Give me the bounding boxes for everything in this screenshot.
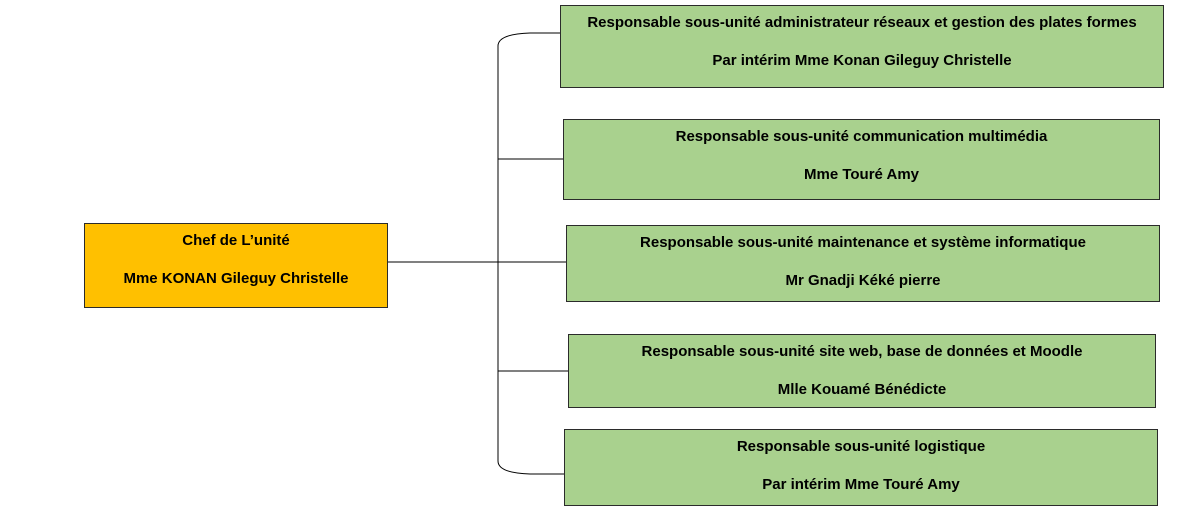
unit-box-site-web-moodle: Responsable sous-unité site web, base de… xyxy=(568,334,1156,408)
unit-title: Responsable sous-unité logistique xyxy=(736,438,986,455)
unit-responsible: Mr Gnadji Kéké pierre xyxy=(785,272,941,289)
unit-title: Responsable sous-unité site web, base de… xyxy=(641,343,1083,360)
unit-title: Responsable sous-unité administrateur ré… xyxy=(587,14,1137,31)
unit-responsible: Mme Touré Amy xyxy=(803,166,920,183)
unit-responsible: Par intérim Mme Konan Gileguy Christelle xyxy=(712,52,1012,69)
chef-box: Chef de L’unité Mme KONAN Gileguy Christ… xyxy=(84,223,388,308)
unit-box-communication-multimedia: Responsable sous-unité communication mul… xyxy=(563,119,1160,200)
unit-title: Responsable sous-unité communication mul… xyxy=(675,128,1048,145)
unit-box-administrateur-reseaux: Responsable sous-unité administrateur ré… xyxy=(560,5,1164,88)
chef-title: Chef de L’unité xyxy=(182,232,290,249)
unit-box-logistique: Responsable sous-unité logistique Par in… xyxy=(564,429,1158,506)
unit-title: Responsable sous-unité maintenance et sy… xyxy=(640,234,1086,251)
chef-name: Mme KONAN Gileguy Christelle xyxy=(123,270,349,287)
connector-bracket-spine xyxy=(497,32,531,475)
unit-box-maintenance-systeme: Responsable sous-unité maintenance et sy… xyxy=(566,225,1160,302)
unit-responsible: Par intérim Mme Touré Amy xyxy=(762,476,960,493)
unit-responsible: Mlle Kouamé Bénédicte xyxy=(777,381,947,398)
